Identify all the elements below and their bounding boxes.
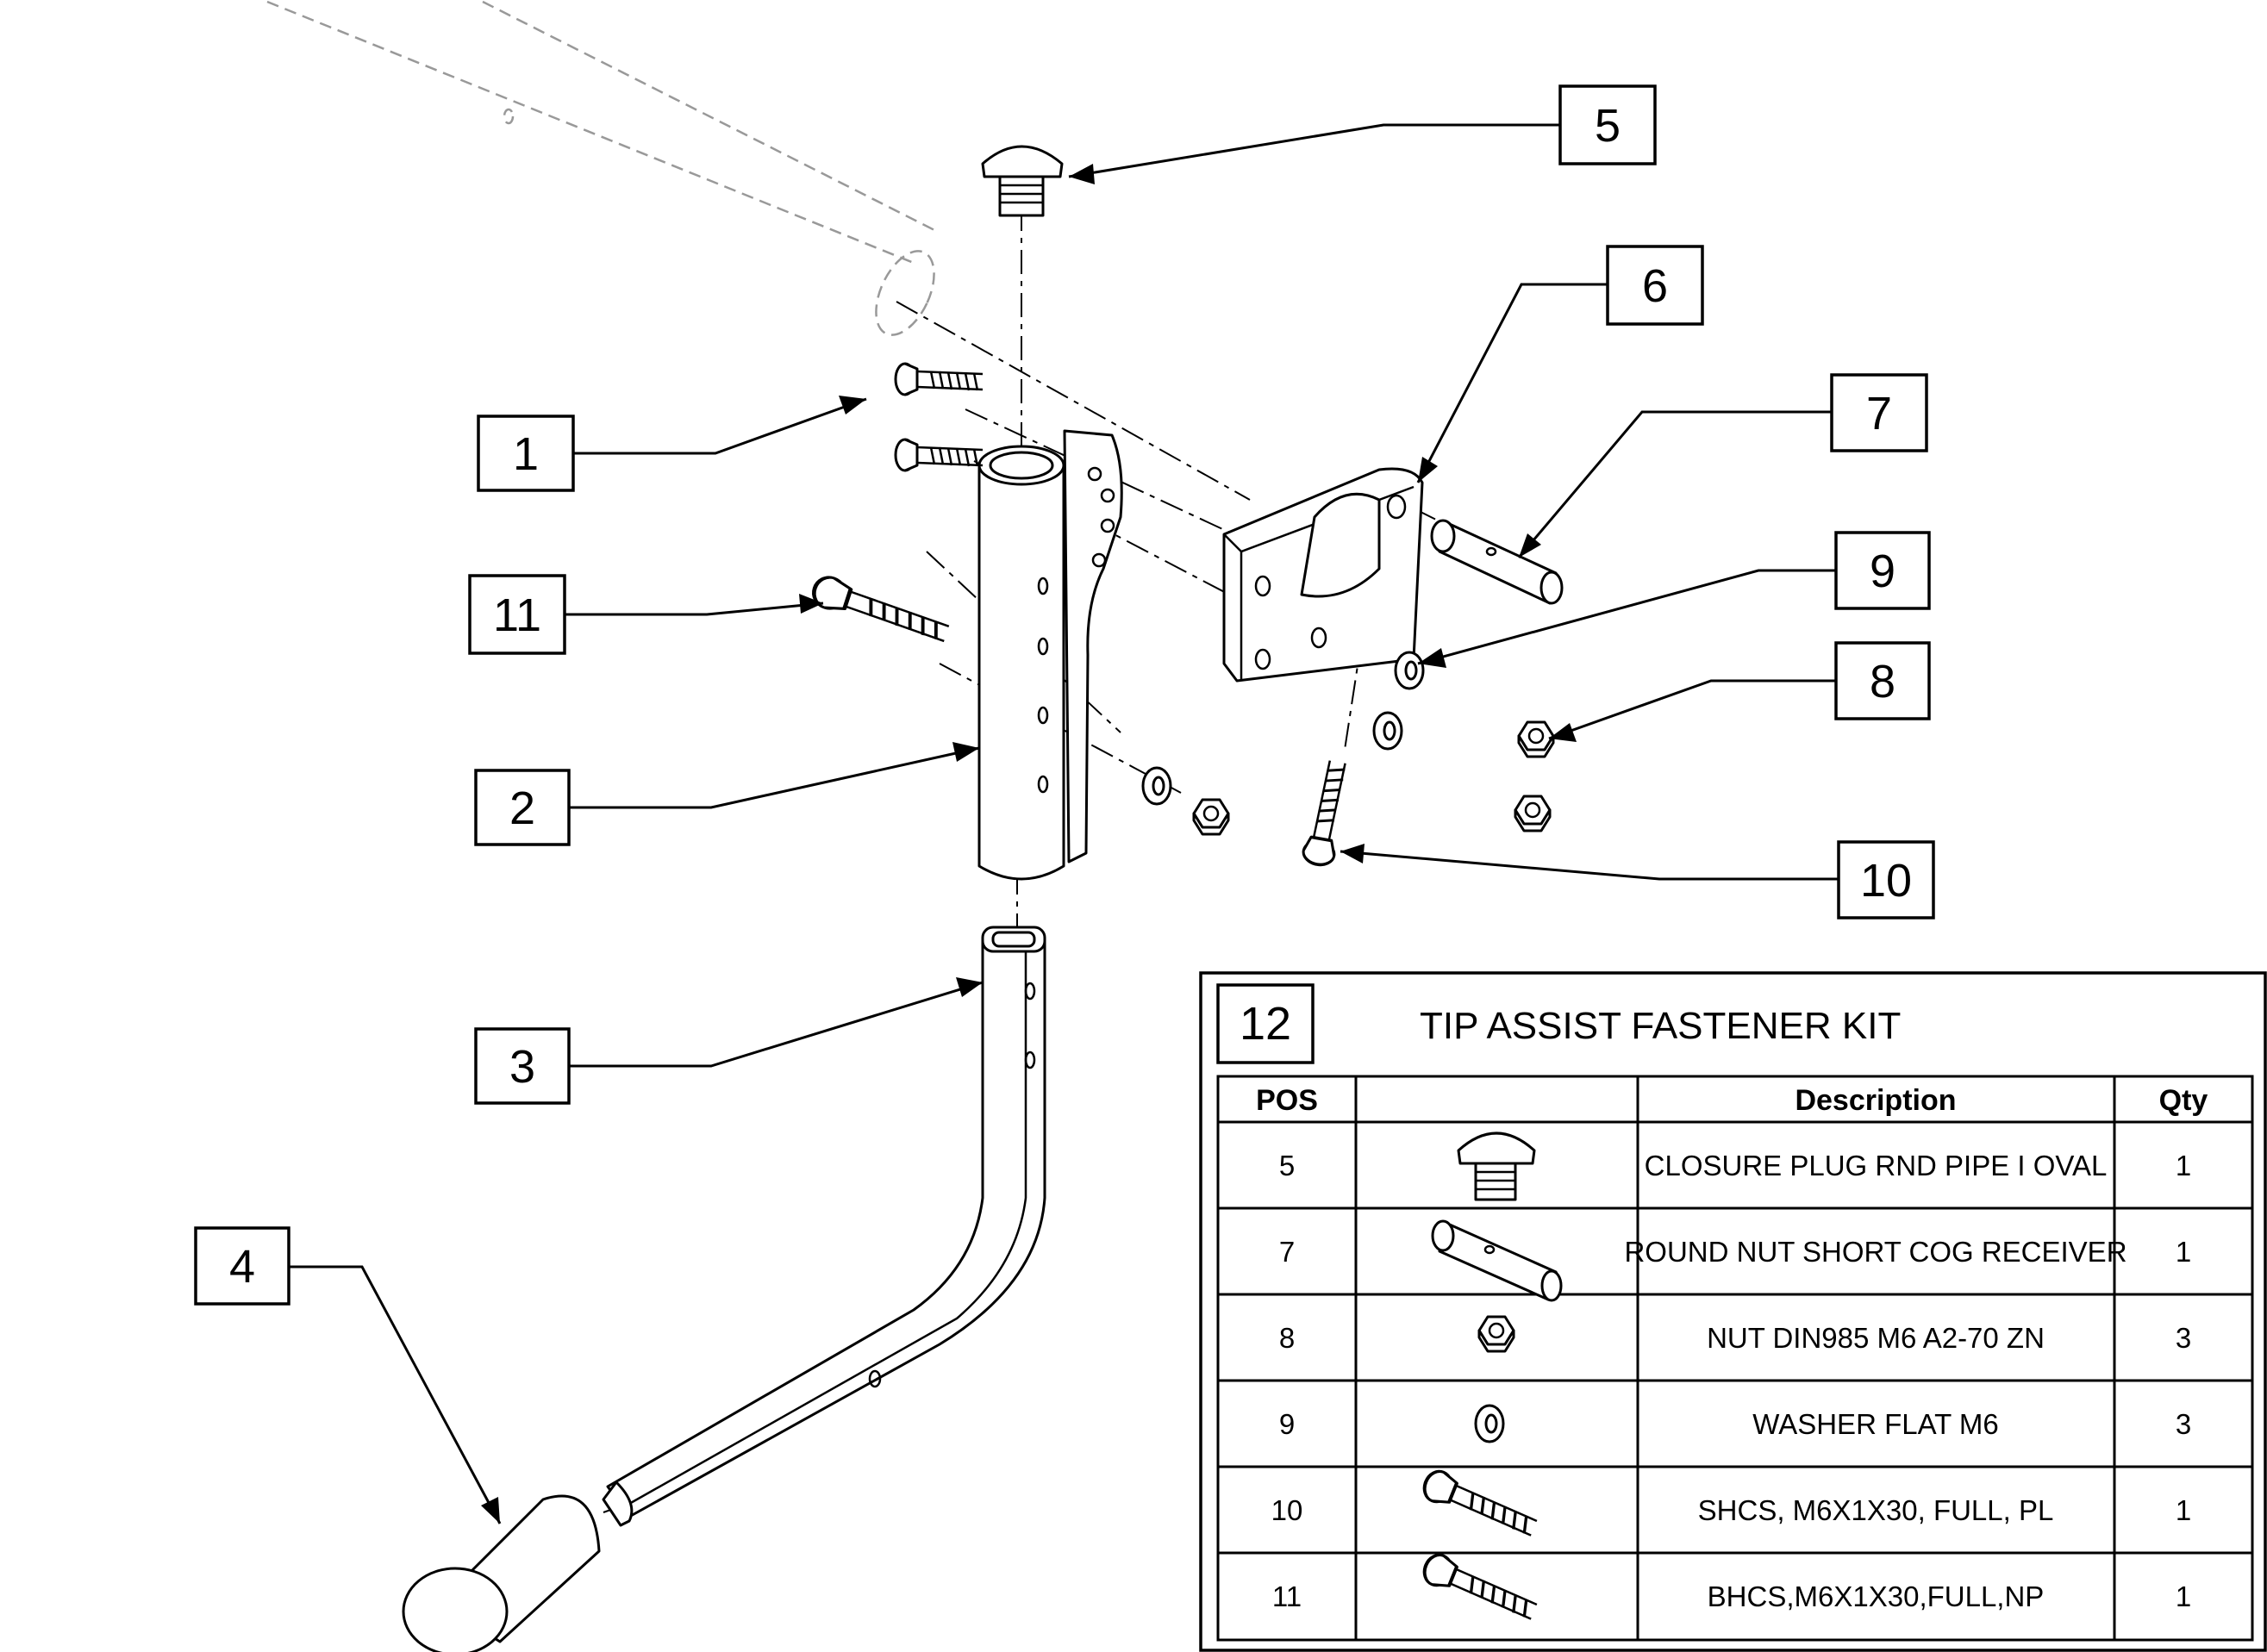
callout-11-label: 11 — [493, 589, 541, 641]
leader-lines — [289, 123, 1839, 1524]
kit-number-box — [1216, 983, 1315, 1064]
row-pos: 7 — [1279, 1236, 1295, 1268]
row-qty: 3 — [2176, 1322, 2191, 1354]
row-pos: 11 — [1272, 1580, 1302, 1612]
round-nut-part — [1430, 519, 1564, 605]
row-description: NUT DIN985 M6 A2-70 ZN — [1707, 1322, 2045, 1354]
nut-8-part — [1517, 720, 1555, 758]
kit-title: TIP ASSIST FASTENER KIT — [1420, 1005, 1901, 1047]
row-qty: 1 — [2176, 1494, 2191, 1526]
callout-8: 8 — [1834, 641, 1931, 720]
row-qty: 3 — [2176, 1408, 2191, 1440]
callout-10: 10 — [1837, 840, 1935, 920]
round-nut-icon — [1431, 1219, 1563, 1302]
table-row: 11 BHCS,M6X1X30,FULL,NP 1 — [1272, 1549, 2191, 1626]
row-description: ROUND NUT SHORT COG RECEIVER — [1624, 1236, 2126, 1268]
row-pos: 10 — [1271, 1494, 1303, 1526]
row-pos: 8 — [1279, 1322, 1295, 1354]
closure-plug-part — [981, 145, 1064, 217]
row-description: BHCS,M6X1X30,FULL,NP — [1708, 1580, 2045, 1612]
washer-left-part — [1141, 766, 1172, 806]
hex-nut-icon — [1477, 1315, 1515, 1353]
callout-11: 11 — [468, 574, 566, 655]
callout-5: 5 — [1558, 84, 1657, 165]
table-row: 10 SHCS, M6X1X30, FULL, PL 1 — [1271, 1465, 2191, 1543]
row-pos: 5 — [1279, 1150, 1295, 1181]
callout-1-label: 1 — [513, 428, 539, 480]
callout-9: 9 — [1834, 531, 1931, 610]
closure-plug-icon — [1457, 1131, 1536, 1201]
fastener-kit-table: 12 TIP ASSIST FASTENER KIT POS Descripti… — [1199, 971, 2267, 1652]
row-qty: 1 — [2176, 1236, 2191, 1268]
callout-7-label: 7 — [1866, 388, 1892, 439]
nut-lower-part — [1514, 795, 1552, 832]
end-cap-part — [402, 1494, 601, 1652]
callout-4: 4 — [194, 1226, 290, 1306]
frame-tube-outline — [266, 0, 940, 336]
callout-2-label: 2 — [509, 782, 535, 834]
receiver-block-part — [1222, 467, 1424, 683]
table-row: 5 CLOSURE PLUG RND PIPE I OVAL 1 — [1279, 1131, 2191, 1201]
row-description: CLOSURE PLUG RND PIPE I OVAL — [1645, 1150, 2108, 1181]
screw-1a-part — [894, 362, 984, 396]
callout-1: 1 — [477, 415, 575, 492]
callout-6-label: 6 — [1642, 260, 1668, 312]
column-header-qty: Qty — [2159, 1084, 2208, 1117]
row-pos: 9 — [1279, 1408, 1295, 1440]
row-qty: 1 — [2176, 1150, 2191, 1181]
kit-number: 12 — [1240, 998, 1291, 1050]
callout-6: 6 — [1606, 245, 1704, 326]
table-row: 8 NUT DIN985 M6 A2-70 ZN 3 — [1279, 1315, 2191, 1354]
row-description: WASHER FLAT M6 — [1752, 1408, 1998, 1440]
nut-left-part — [1192, 798, 1230, 836]
washer-lower-part — [1372, 711, 1403, 751]
bent-tube-part — [602, 926, 1046, 1527]
washer-9-part — [1394, 651, 1425, 690]
column-header-description: Description — [1795, 1084, 1956, 1117]
table-row: 7 ROUND NUT SHORT COG RECEIVER 1 — [1279, 1219, 2191, 1302]
column-header-pos: POS — [1256, 1084, 1318, 1117]
callout-4-label: 4 — [229, 1241, 255, 1293]
sleeve-tube-part — [977, 429, 1123, 881]
table-row: 9 WASHER FLAT M6 3 — [1279, 1404, 2191, 1443]
row-qty: 1 — [2176, 1580, 2191, 1612]
row-description: SHCS, M6X1X30, FULL, PL — [1698, 1494, 2054, 1526]
screw-11-part — [810, 573, 952, 645]
screw-1b-part — [894, 438, 984, 472]
callout-8-label: 8 — [1870, 656, 1895, 708]
callout-3-label: 3 — [509, 1041, 535, 1093]
callout-9-label: 9 — [1870, 545, 1895, 597]
callout-2: 2 — [474, 769, 571, 846]
callout-10-label: 10 — [1860, 855, 1912, 907]
callout-7: 7 — [1830, 373, 1928, 452]
callout-3: 3 — [474, 1027, 571, 1105]
callout-5-label: 5 — [1595, 100, 1621, 152]
flat-washer-icon — [1474, 1404, 1505, 1443]
